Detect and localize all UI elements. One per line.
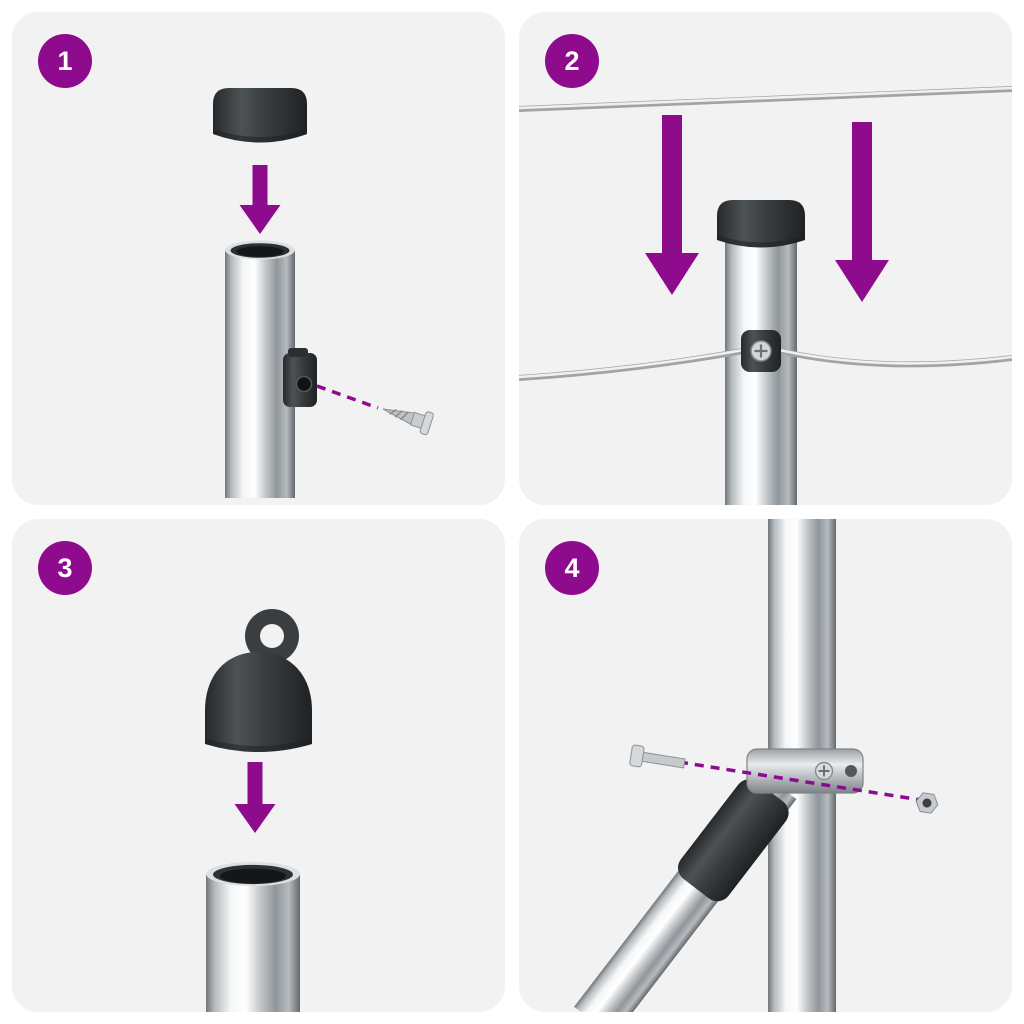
- step-panel-4: 4: [519, 519, 1012, 1012]
- alignment-dashes: [316, 384, 379, 410]
- step-number: 4: [564, 552, 580, 583]
- wire-clamp: [741, 330, 781, 372]
- down-arrow-icon: [234, 762, 276, 833]
- step-badge: 1: [38, 34, 92, 88]
- step-1-illustration: [213, 88, 434, 498]
- post-cap: [213, 88, 307, 143]
- step-3-illustration: [205, 609, 312, 1012]
- step-2-illustration: [519, 86, 1012, 505]
- diagonal-brace: [574, 768, 797, 1012]
- alignment-dashes: [678, 760, 922, 802]
- step-panel-1: 1: [12, 12, 505, 505]
- strap-hole: [845, 765, 857, 777]
- eyelet-cap: [205, 609, 312, 752]
- step-badge: 3: [38, 541, 92, 595]
- middle-wire: [519, 347, 1012, 381]
- down-arrow-icon-left: [645, 115, 699, 295]
- step-panel-3: 3: [12, 519, 505, 1012]
- down-arrow-icon-right: [835, 122, 889, 302]
- bolt: [629, 744, 686, 769]
- down-arrow-icon: [239, 165, 281, 234]
- nut: [915, 792, 939, 814]
- top-wire: [519, 86, 1012, 112]
- screw: [382, 408, 434, 436]
- pipe-strap: [746, 748, 864, 794]
- step-badge: 4: [545, 541, 599, 595]
- step-4-illustration: [574, 519, 939, 1012]
- step-number: 1: [57, 45, 73, 76]
- step-panel-2: 2: [519, 12, 1012, 505]
- screw-clamp: [283, 348, 317, 407]
- step-badge: 2: [545, 34, 599, 88]
- step-number: 3: [57, 552, 73, 583]
- step-number: 2: [564, 45, 580, 76]
- brace-connector: [678, 779, 789, 902]
- steel-tube: [206, 862, 300, 1012]
